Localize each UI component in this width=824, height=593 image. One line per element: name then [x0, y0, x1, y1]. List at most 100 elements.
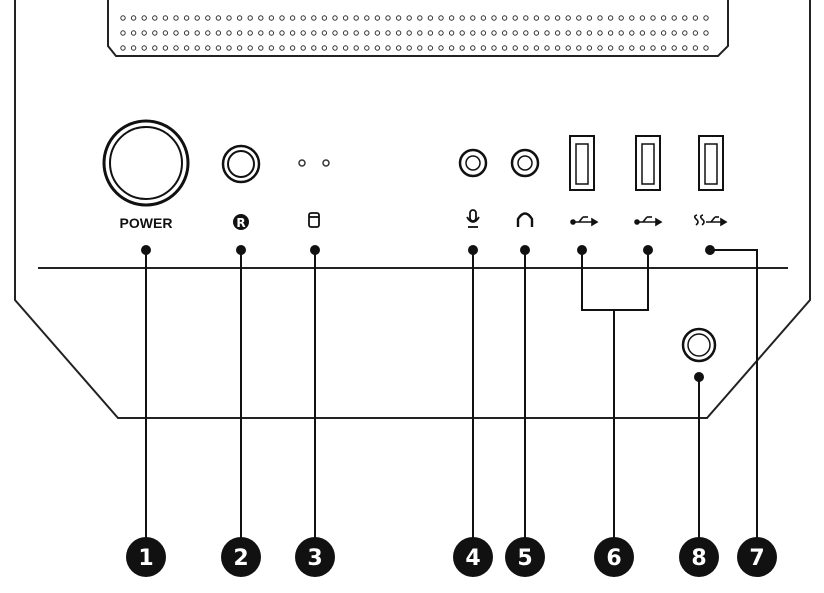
vent-hole [534, 16, 538, 20]
vent-hole [153, 46, 157, 50]
callout-led-button: 8 [679, 537, 719, 577]
vent-hole [206, 46, 210, 50]
vent-hole [524, 16, 528, 20]
vent-hole [439, 46, 443, 50]
vent-hole [216, 31, 220, 35]
vent-hole [683, 46, 687, 50]
vent-hole [545, 46, 549, 50]
led-control-button[interactable] [683, 329, 715, 361]
vent-hole [630, 16, 634, 20]
reset-button[interactable]: R [223, 146, 259, 230]
usb3-ss-icon [695, 215, 726, 225]
vent-hole [481, 31, 485, 35]
vent-hole [460, 31, 464, 35]
callout-number: 6 [606, 546, 621, 571]
vent-hole [375, 46, 379, 50]
usb-port-1[interactable] [570, 136, 597, 225]
vent-hole [333, 46, 337, 50]
power-button[interactable]: POWER [104, 121, 188, 231]
vent-hole [693, 46, 697, 50]
vent-hole [428, 16, 432, 20]
vent-hole [386, 16, 390, 20]
vent-hole [386, 31, 390, 35]
callout-reset-button: 2 [221, 537, 261, 577]
vent-hole [365, 16, 369, 20]
vent-hole [566, 31, 570, 35]
vent-hole [269, 16, 273, 20]
vent-hole [587, 31, 591, 35]
vent-hole [142, 31, 146, 35]
vent-hole [248, 31, 252, 35]
vent-hole [131, 16, 135, 20]
vent-hole [174, 46, 178, 50]
vent-hole [269, 46, 273, 50]
usb3-port[interactable] [695, 136, 726, 225]
vent-hole [343, 31, 347, 35]
vent-hole [174, 31, 178, 35]
vent-hole [449, 46, 453, 50]
vent-hole [630, 31, 634, 35]
vent-hole [142, 16, 146, 20]
vent-hole [216, 16, 220, 20]
vent-hole [524, 31, 528, 35]
vent-hole [312, 31, 316, 35]
vent-hole [195, 31, 199, 35]
vent-hole [322, 16, 326, 20]
vent-hole [227, 46, 231, 50]
callout-power-button: 1 [126, 537, 166, 577]
reset-symbol: R [236, 216, 245, 230]
headphone-jack[interactable] [512, 150, 538, 227]
vent-hole [396, 16, 400, 20]
microphone-jack[interactable] [460, 150, 486, 227]
vent-hole [598, 46, 602, 50]
hdd-led-icon [309, 213, 319, 227]
vent-hole [661, 16, 665, 20]
vent-hole [121, 31, 125, 35]
vent-hole [651, 31, 655, 35]
vent-hole [142, 46, 146, 50]
vent-hole [418, 46, 422, 50]
vent-hole [577, 31, 581, 35]
vent-hole [640, 16, 644, 20]
vent-hole [237, 46, 241, 50]
vent-hole [471, 16, 475, 20]
vent-hole [577, 16, 581, 20]
vent-hole [619, 46, 623, 50]
vent-hole [608, 46, 612, 50]
vent-hole [343, 46, 347, 50]
vent-hole [206, 16, 210, 20]
vent-hole [375, 16, 379, 20]
vent-hole [312, 46, 316, 50]
vent-hole [502, 46, 506, 50]
headphone-icon [518, 214, 532, 228]
vent-hole [354, 16, 358, 20]
vent-hole [608, 31, 612, 35]
usb-port-2[interactable] [635, 136, 661, 225]
vent-hole [259, 46, 263, 50]
vent-hole [333, 31, 337, 35]
vent-hole [460, 16, 464, 20]
vent-hole [418, 16, 422, 20]
vent-hole [322, 31, 326, 35]
vent-hole [534, 31, 538, 35]
vent-hole [153, 31, 157, 35]
vent-hole [598, 31, 602, 35]
vent-hole [216, 46, 220, 50]
vent-hole [651, 16, 655, 20]
vent-hole [693, 31, 697, 35]
vent-hole [683, 16, 687, 20]
vent-hole [555, 31, 559, 35]
vent-hole [492, 46, 496, 50]
callout-usb-3-port: 7 [737, 537, 777, 577]
vent-hole [237, 31, 241, 35]
vent-hole [280, 31, 284, 35]
vent-hole [206, 31, 210, 35]
vent-hole [121, 46, 125, 50]
callout-number: 3 [307, 546, 322, 571]
vent-hole [619, 31, 623, 35]
vent-hole [566, 16, 570, 20]
callout-number: 4 [465, 546, 480, 571]
vent-hole [661, 46, 665, 50]
vent-hole [534, 46, 538, 50]
